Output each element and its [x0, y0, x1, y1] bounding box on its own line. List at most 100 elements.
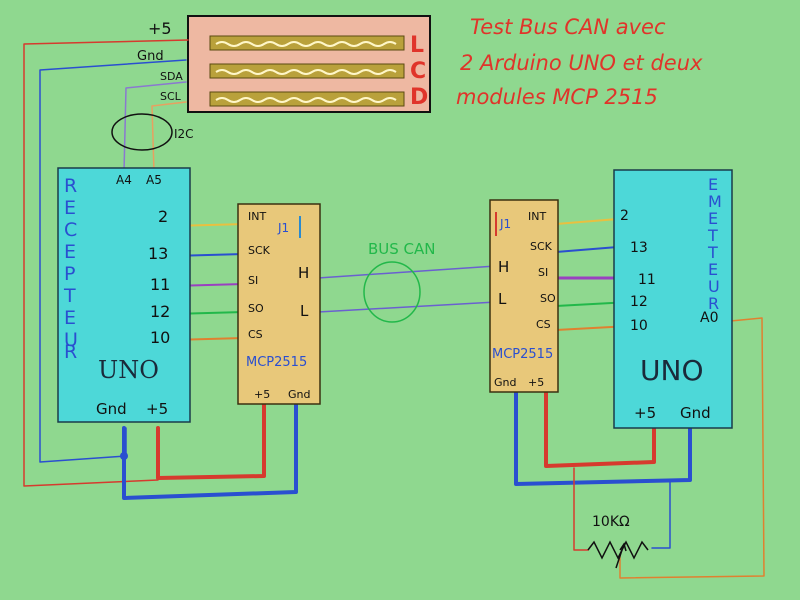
receiver-letter: P — [64, 263, 75, 285]
receiver-pin-a4: A4 — [116, 173, 132, 187]
wire-rx-power-gnd — [122, 402, 298, 500]
lcd-pin-sda: SDA — [160, 70, 183, 83]
mcp-right-pin-int: INT — [528, 210, 546, 223]
lcd-pin-gnd: Gnd — [137, 49, 164, 64]
emitter-pin-11: 11 — [638, 272, 656, 288]
receiver-letter: U — [64, 329, 78, 351]
emitter-uno: E M E T T E U R 2 13 11 12 10 A0 UNO +5 … — [613, 169, 733, 429]
mcp-right-pin-gnd: Gnd — [494, 376, 516, 389]
wire-scl — [151, 101, 187, 173]
receiver-pin-12: 12 — [150, 302, 170, 321]
i2c-marker — [111, 113, 173, 151]
lcd-frame — [187, 15, 431, 113]
mcp-left-can-l: L — [300, 302, 309, 320]
mcp-right-can-h: H — [498, 258, 509, 276]
emitter-letter: E — [708, 209, 718, 228]
mcp-left-pin-cs: CS — [248, 328, 263, 341]
lcd-pin-plus5: +5 — [148, 19, 172, 38]
wire-sda — [123, 81, 187, 173]
receiver-pin-2: 2 — [158, 207, 168, 226]
emitter-board — [613, 169, 733, 429]
mcp-right-board — [489, 199, 559, 393]
potentiometer-wiper — [615, 542, 627, 569]
mcp-right-pin-cs: CS — [536, 318, 551, 331]
emitter-letter: T — [707, 226, 718, 245]
receiver-letter: E — [64, 307, 76, 329]
mcp-left-pin-int: INT — [248, 210, 266, 223]
mcp-right-pin-sck: SCK — [530, 240, 553, 253]
lcd-row-1 — [209, 35, 405, 51]
receiver-pin-10: 10 — [150, 328, 170, 347]
receiver-pin-gnd: Gnd — [96, 400, 127, 418]
emitter-pin-a0: A0 — [700, 310, 718, 326]
receiver-board — [57, 167, 191, 423]
i2c-label: I2C — [174, 127, 194, 141]
mcp-right-pin-si: SI — [538, 266, 548, 279]
emitter-letter: E — [708, 175, 718, 194]
lcd-pin-scl: SCL — [160, 90, 182, 103]
receiver-uno: R E C E P T E U R A4 A5 2 13 11 12 10 UN… — [57, 167, 191, 423]
lcd-letter-l: L — [410, 33, 424, 58]
mcp-left-name: MCP2515 — [246, 355, 307, 370]
wire-tx-power-gnd — [514, 390, 692, 486]
emitter-pin-gnd: Gnd — [680, 404, 711, 422]
wire-tx-power-plus5 — [544, 390, 656, 468]
receiver-pin-plus5: +5 — [146, 400, 168, 418]
emitter-letter: T — [707, 243, 718, 262]
mcp-right-jumper-label: J1 — [499, 217, 511, 231]
emitter-pin-13: 13 — [630, 240, 648, 256]
bus-can-marker — [363, 261, 421, 323]
emitter-letter: R — [708, 294, 719, 313]
mcp2515-right: J1 INT SCK SI SO CS H L MCP2515 Gnd +5 — [489, 199, 559, 393]
emitter-letter: M — [708, 192, 722, 211]
potentiometer-resistor — [587, 540, 649, 560]
mcp-right-pin-so: SO — [540, 292, 556, 305]
lcd-row-2 — [209, 63, 405, 79]
junction-dot — [120, 452, 128, 460]
mcp-left-board — [237, 203, 321, 405]
wire-can-h — [317, 265, 497, 279]
emitter-letter: E — [708, 260, 718, 279]
lcd-row-3 — [209, 91, 405, 107]
mcp-left-jumper-label: J1 — [277, 221, 289, 235]
emitter-board-name: UNO — [640, 354, 703, 387]
receiver-letter: R — [64, 341, 77, 363]
title-line-2: 2 Arduino UNO et deux — [460, 51, 703, 75]
lcd-row-3-chars — [215, 97, 397, 103]
mcp-right-can-l: L — [498, 290, 507, 308]
mcp-left-pin-si: SI — [248, 274, 258, 287]
title: Test Bus CAN avec 2 Arduino UNO et deux … — [456, 15, 703, 109]
receiver-letter: E — [64, 197, 76, 219]
mcp-left-pin-so: SO — [248, 302, 264, 315]
mcp-left-pin-gnd: Gnd — [288, 388, 310, 401]
title-line-3: modules MCP 2515 — [456, 85, 658, 109]
potentiometer-label: 10KΩ — [592, 514, 630, 530]
lcd-letter-d: D — [410, 85, 428, 110]
mcp-right-name: MCP2515 — [492, 347, 553, 362]
receiver-pin-13: 13 — [148, 244, 168, 263]
lcd-letter-c: C — [410, 59, 426, 84]
emitter-pin-10: 10 — [630, 318, 648, 334]
mcp2515-left: INT SCK SI SO CS J1 H L MCP2515 +5 Gnd — [237, 203, 321, 405]
emitter-vertical-label: E M E T T E U R — [707, 175, 722, 313]
receiver-vertical-label: R E C E P T E U R — [63, 175, 78, 363]
potentiometer: 10KΩ — [587, 514, 649, 569]
mcp-left-can-h: H — [298, 264, 309, 282]
wire-rx-power-plus5 — [156, 402, 266, 480]
receiver-letter: T — [63, 285, 76, 307]
receiver-letter: E — [64, 241, 76, 263]
receiver-letter: R — [64, 175, 77, 197]
receiver-pin-a5: A5 — [146, 173, 162, 187]
mcp-left-pin-plus5: +5 — [254, 388, 270, 401]
title-line-1: Test Bus CAN avec — [470, 15, 666, 39]
receiver-letter: C — [64, 219, 77, 241]
wire-pot-plus5 — [573, 467, 589, 551]
lcd-row-1-chars — [215, 41, 397, 47]
mcp-left-pin-sck: SCK — [248, 244, 271, 257]
receiver-pin-11: 11 — [150, 275, 170, 294]
lcd-row-2-chars — [215, 69, 397, 75]
lcd-module: L C D +5 Gnd SDA SCL — [137, 15, 431, 113]
receiver-board-name: UNO — [98, 356, 159, 384]
bus-can-label: BUS CAN — [368, 240, 436, 258]
